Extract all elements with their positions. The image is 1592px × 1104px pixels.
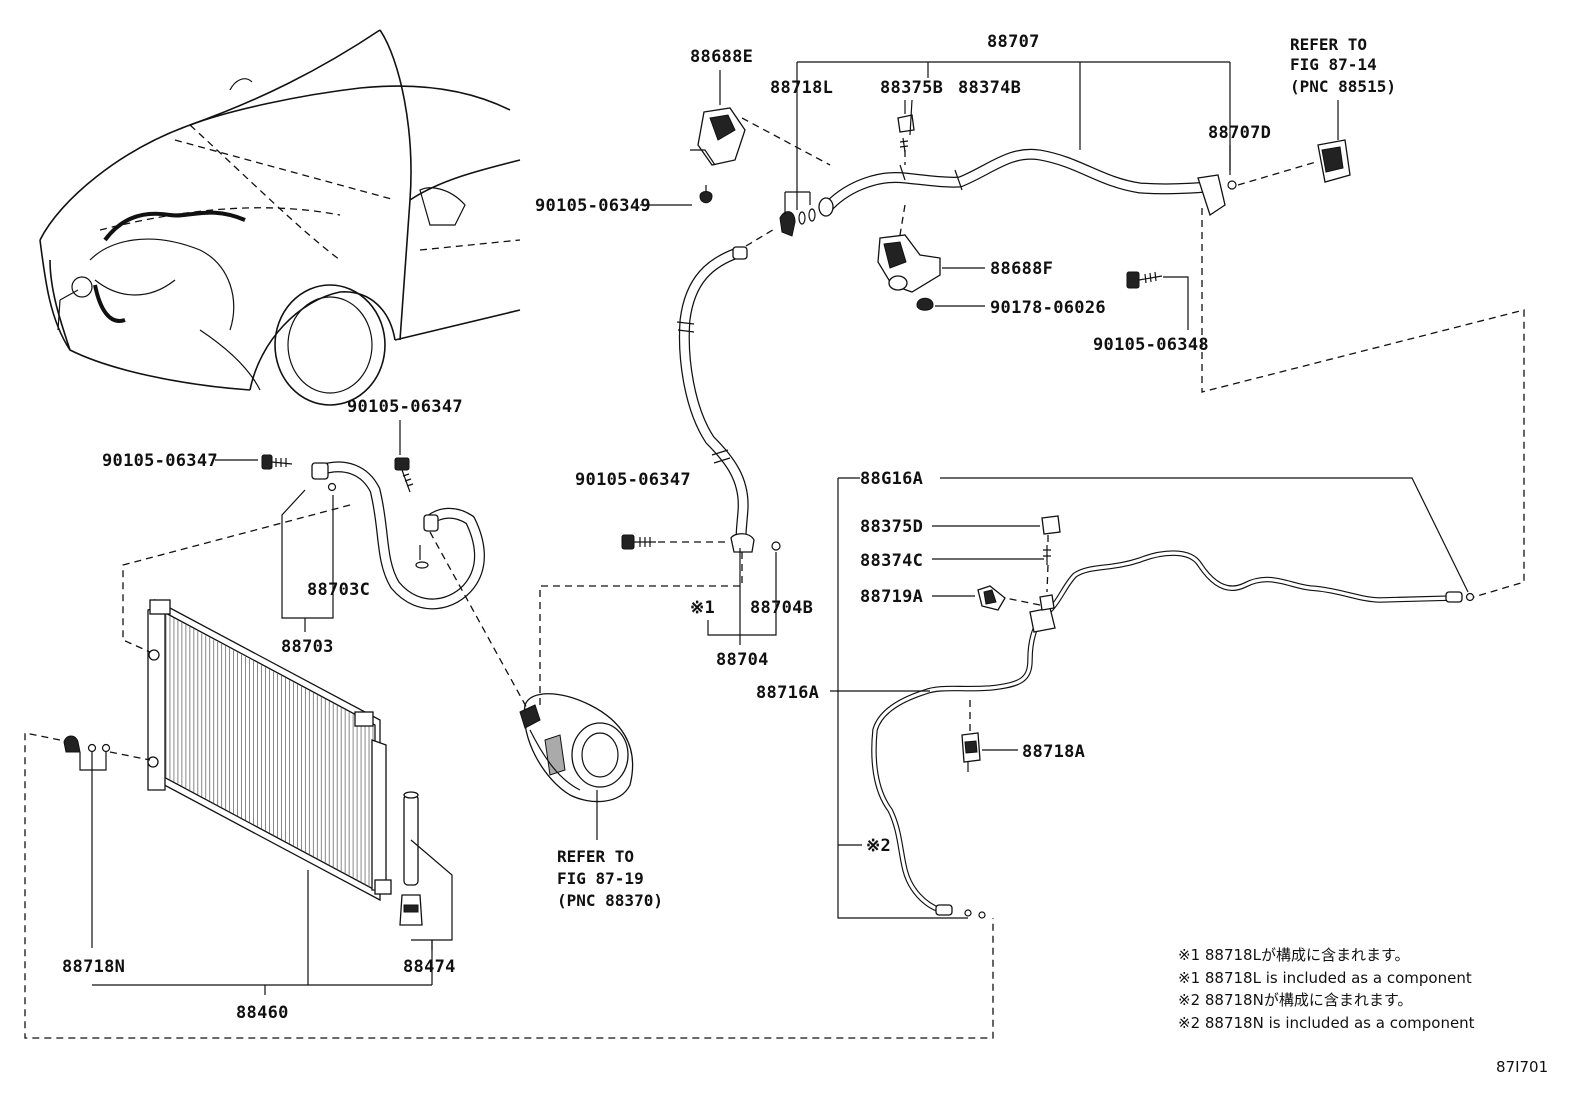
refer-bottom-line-1: REFER TO xyxy=(557,847,634,866)
dashed-connection-lines xyxy=(24,117,1525,1039)
label-88375B: 88375B xyxy=(880,78,943,98)
clip-88718N-part xyxy=(63,735,111,753)
label-88718L: 88718L xyxy=(770,78,833,98)
label-90105-06347: 90105-06347 xyxy=(102,451,218,471)
valve-cap-88375D-icon xyxy=(1041,515,1061,535)
refer-to-bottom: REFER TO FIG 87-19 (PNC 88370) xyxy=(557,847,663,910)
label-90105-06348: 90105-06348 xyxy=(1093,335,1209,355)
vehicle-outline-illustration xyxy=(39,29,521,406)
footnote-1-en: ※1 88718L is included as a component xyxy=(1178,969,1472,987)
marker-2: ※2 xyxy=(866,836,891,856)
valve-core-88374B-icon xyxy=(899,137,909,153)
label-88704B: 88704B xyxy=(750,598,813,618)
leader-lines xyxy=(79,61,1469,995)
label-88703C: 88703C xyxy=(307,580,370,600)
condenser-assembly xyxy=(147,598,392,902)
refer-bottom-line-3: (PNC 88370) xyxy=(557,891,663,910)
label-88707D: 88707D xyxy=(1208,123,1271,143)
label-88G16A: 88G16A xyxy=(860,469,923,489)
bolt-icon xyxy=(394,457,414,493)
receiver-dryer-part xyxy=(399,791,423,926)
label-88707: 88707 xyxy=(987,32,1040,52)
label-90105-06347: 90105-06347 xyxy=(575,470,691,490)
discharge-hose-88703 xyxy=(311,461,485,610)
expansion-valve-reference-part xyxy=(1317,139,1351,183)
valve-core-88374C-icon xyxy=(1043,545,1051,565)
label-88703: 88703 xyxy=(281,637,334,657)
part-number-labels: 88707 88688E 88718L 88375B 88374B 88707D… xyxy=(62,32,1271,1023)
pressure-switch-88719A-part xyxy=(977,585,1006,611)
footnote-2-en: ※2 88718N is included as a component xyxy=(1178,1014,1475,1032)
figure-id: 87I701 xyxy=(1496,1058,1548,1076)
label-88688F: 88688F xyxy=(990,259,1053,279)
label-88688E: 88688E xyxy=(690,47,753,67)
label-90105-06349: 90105-06349 xyxy=(535,196,651,216)
suction-hose-88704 xyxy=(676,246,781,553)
compressor-part xyxy=(519,693,634,803)
label-88374C: 88374C xyxy=(860,551,923,571)
label-88718A: 88718A xyxy=(1022,742,1085,762)
bolt-icon xyxy=(261,454,293,470)
clamp-88718A-part xyxy=(961,732,981,772)
label-88460: 88460 xyxy=(236,1003,289,1023)
footnote-2-ja: ※2 88718Nが構成に含まれます。 xyxy=(1178,991,1412,1009)
refer-top-line-1: REFER TO xyxy=(1290,35,1367,54)
label-88716A: 88716A xyxy=(756,683,819,703)
refer-to-top: REFER TO FIG 87-14 (PNC 88515) xyxy=(1290,35,1396,96)
label-88718N: 88718N xyxy=(62,957,125,977)
label-88474: 88474 xyxy=(403,957,456,977)
refer-bottom-line-2: FIG 87-19 xyxy=(557,869,644,888)
footnote-1-ja: ※1 88718Lが構成に含まれます。 xyxy=(1178,946,1409,964)
refer-top-line-3: (PNC 88515) xyxy=(1290,77,1396,96)
bracket-88688F-part xyxy=(877,234,941,311)
suction-pipe-88707 xyxy=(818,148,1237,217)
liquid-tube-88716A xyxy=(871,550,1475,919)
marker-1: ※1 xyxy=(690,598,715,618)
refer-top-line-2: FIG 87-14 xyxy=(1290,55,1377,74)
label-88719A: 88719A xyxy=(860,587,923,607)
bolt-icon xyxy=(621,534,656,550)
bolt-icon xyxy=(1126,271,1163,289)
label-88704: 88704 xyxy=(716,650,769,670)
label-90178-06026: 90178-06026 xyxy=(990,298,1106,318)
label-90105-06347: 90105-06347 xyxy=(347,397,463,417)
footnotes: ※1 88718Lが構成に含まれます。 ※1 88718L is include… xyxy=(1178,946,1475,1032)
label-88374B: 88374B xyxy=(958,78,1021,98)
valve-cap-88375B-icon xyxy=(897,114,915,133)
clip-88718L-part xyxy=(779,208,816,237)
bracket-88688E-part xyxy=(690,107,746,204)
label-88375D: 88375D xyxy=(860,517,923,537)
